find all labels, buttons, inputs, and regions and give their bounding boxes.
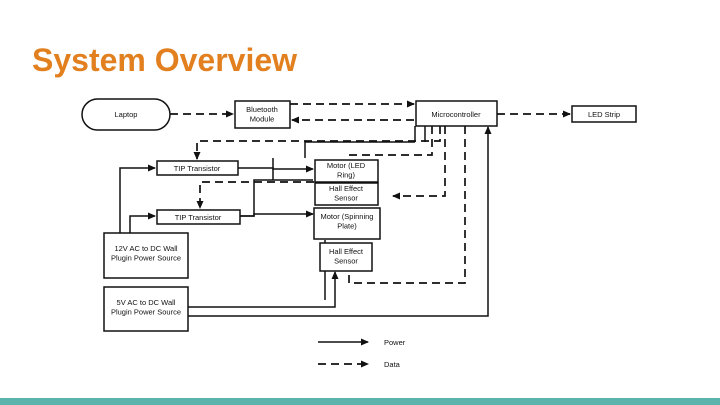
node-label-line: 5V AC to DC Wall [117,298,176,307]
micro-to-tip2-line [196,181,314,209]
node-label-line: Ring) [337,171,355,180]
node-microcontroller: Microcontroller [415,100,498,127]
tip2-branch-line [240,179,313,217]
node-label-line: Plate) [337,222,357,231]
node-label-line: Plugin Power Source [111,254,181,263]
legend: Power Data [318,338,406,369]
slide-title: System Overview [32,42,298,78]
node-led-strip: LED Strip [571,105,637,123]
node-label-line: Sensor [334,257,358,266]
node-label-line: TIP Transistor [175,213,222,222]
node-laptop: Laptop [81,98,171,131]
hall1-to-micro-line [392,126,446,200]
node-label-line: Plugin Power Source [111,308,181,317]
node-label-line: TIP Transistor [174,164,221,173]
node-label-line: Sensor [334,194,358,203]
node-label-line: Hall Effect [329,184,364,193]
tip1-to-motorled-line [238,165,314,173]
micro-to-motorled-line [345,126,433,156]
legend-power-label: Power [384,338,406,347]
node-label-line: LED Strip [588,110,620,119]
psu5-to-hall2-line [188,271,339,308]
node-label-line: Motor (Spinning [321,212,374,221]
node-label: TIP Transistor [175,213,222,222]
node-label: Microcontroller [431,110,481,119]
node-label: Laptop [115,110,138,119]
psu5-to-micro-line [188,126,492,317]
node-label: LED Strip [588,110,620,119]
node-label-line: Motor (LED [327,161,366,170]
micro-to-tip1-line [193,126,441,160]
node-tip-transistor-2: TIP Transistor [156,209,241,225]
node-label-line: Laptop [115,110,138,119]
data-connections [170,100,571,284]
node-label-line: Bluetooth [246,105,278,114]
legend-data-label: Data [384,360,401,369]
node-label-line: 12V AC to DC Wall [114,244,177,253]
psu12-to-tip2-line [129,212,156,233]
node-label: TIP Transistor [174,164,221,173]
node-label-line: Hall Effect [329,247,364,256]
node-label-line: Microcontroller [431,110,481,119]
bottom-accent-bar [0,398,720,405]
node-label-line: Module [250,115,275,124]
node-tip-transistor-1: TIP Transistor [156,160,239,176]
micro-power-rail [304,141,415,158]
hall2-to-micro-line [348,126,466,284]
